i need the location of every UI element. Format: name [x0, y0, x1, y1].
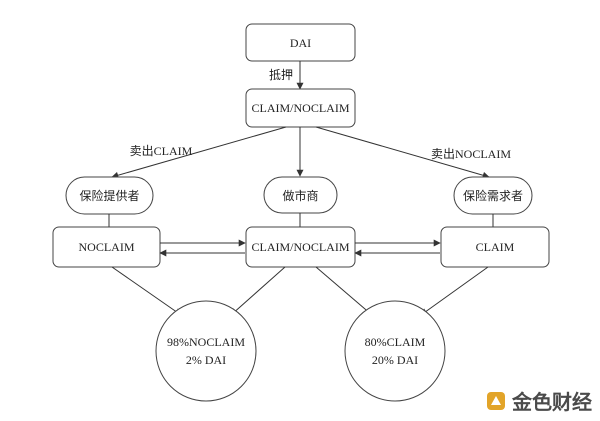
dai-node-label: DAI [290, 36, 311, 50]
insurance-demander-label: 保险需求者 [463, 188, 523, 203]
left-pool-line1: 98%NOCLAIM [167, 335, 245, 349]
claim-label: CLAIM [476, 240, 515, 254]
market-maker-node: 做市商 [263, 176, 338, 214]
insurance-demander-node: 保险需求者 [453, 176, 533, 215]
edge-label-sell-noclaim: 卖出NOCLAIM [431, 147, 511, 161]
claim-noclaim-mid-node: CLAIM/NOCLAIM [245, 226, 356, 268]
right-pool-line2: 20% DAI [372, 353, 418, 367]
edge-to-insurance-demander [315, 126, 490, 179]
edge-noclaim-to-left-pool [111, 266, 182, 316]
right-pool-line1: 80%CLAIM [365, 335, 426, 349]
watermark: 金色财经 [487, 390, 592, 414]
claim-noclaim-mid-label: CLAIM/NOCLAIM [252, 240, 350, 254]
left-pool-line2: 2% DAI [186, 353, 226, 367]
market-maker-label: 做市商 [282, 188, 318, 203]
noclaim-node: NOCLAIM [52, 226, 161, 268]
edge-to-insurance-provider [111, 126, 287, 179]
edge-claim-to-right-pool [420, 266, 489, 316]
insurance-provider-node: 保险提供者 [65, 176, 154, 215]
claim-noclaim-top-node: CLAIM/NOCLAIM [245, 88, 356, 128]
edge-label-sell-claim: 卖出CLAIM [130, 144, 193, 158]
noclaim-label: NOCLAIM [79, 240, 135, 254]
insurance-provider-label: 保险提供者 [79, 188, 139, 203]
claim-noclaim-top-label: CLAIM/NOCLAIM [252, 101, 350, 115]
brand-watermark-text: 金色财经 [511, 390, 592, 414]
claim-node: CLAIM [440, 226, 550, 268]
edge-mid-to-right-pool [315, 266, 373, 316]
edge-label-collateral: 抵押 [269, 68, 293, 82]
dai-node: DAI [245, 23, 356, 62]
left-pool-circle: 98%NOCLAIM 2% DAI [155, 300, 257, 402]
edge-mid-to-left-pool [230, 266, 286, 316]
right-pool-circle: 80%CLAIM 20% DAI [344, 300, 446, 402]
brand-logo-icon [487, 392, 505, 410]
